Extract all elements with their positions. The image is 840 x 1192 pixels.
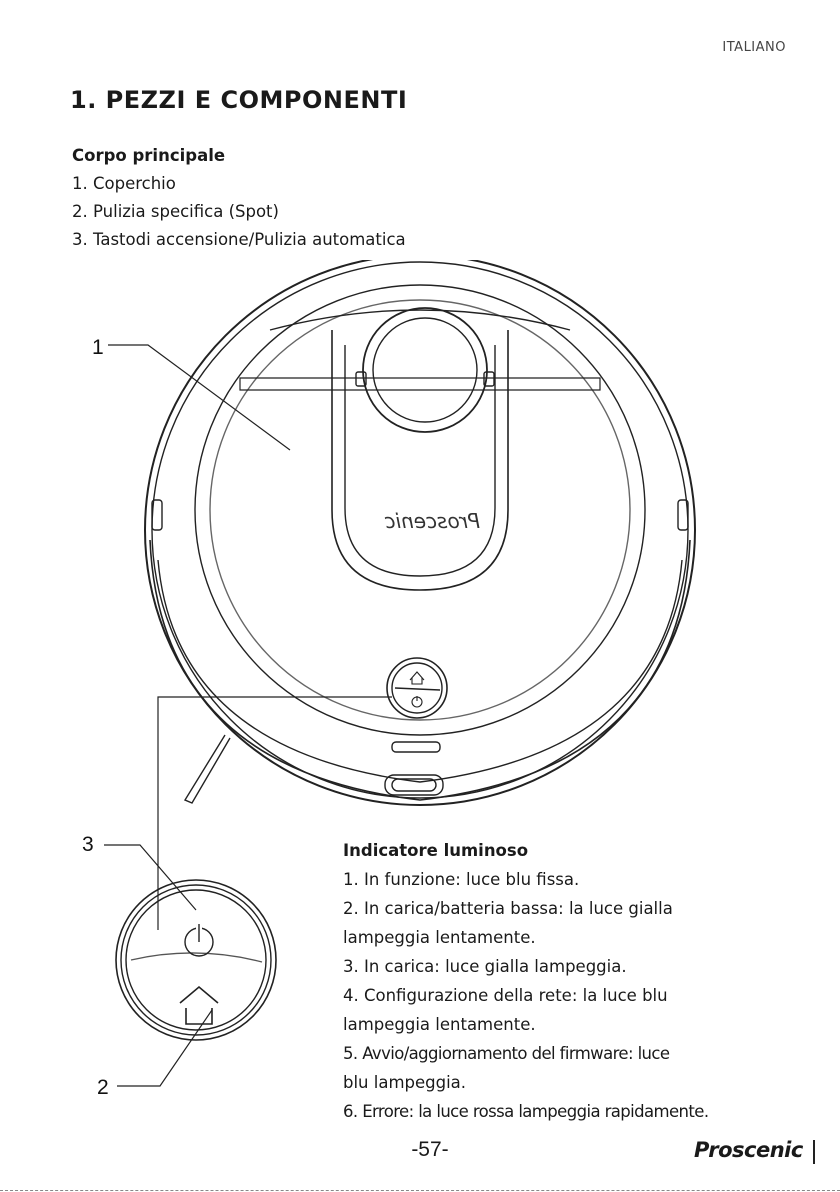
page-number: -57- bbox=[411, 1138, 449, 1161]
zoom-button-divider bbox=[130, 952, 263, 963]
callout-3-leader bbox=[157, 696, 392, 930]
callout-2-label: 2 bbox=[97, 1076, 109, 1099]
robot-bumper-inner bbox=[157, 559, 683, 783]
callout-2-line bbox=[117, 1009, 213, 1087]
callout-3-label: 3 bbox=[82, 833, 94, 856]
list-item: 1. Coperchio bbox=[72, 174, 176, 193]
robot-button-cluster-inner bbox=[391, 662, 443, 714]
list-item: 3. Tastodi accensione/Pulizia automatica bbox=[72, 230, 406, 249]
callout-1-line bbox=[108, 344, 291, 451]
indicator-section: Indicatore luminoso 1. In funzione: luce… bbox=[343, 836, 709, 1126]
indicator-line: blu lampeggia. bbox=[343, 1073, 467, 1092]
indicator-line: lampeggia lentamente. bbox=[343, 1015, 536, 1034]
indicator-line: lampeggia lentamente. bbox=[343, 928, 536, 947]
callout-3-line bbox=[104, 844, 197, 911]
device-logo: Proscenic bbox=[385, 509, 480, 533]
center-panel-inner bbox=[344, 345, 496, 577]
indicator-line: 4. Configurazione della rete: la luce bl… bbox=[343, 986, 668, 1005]
robot-lid bbox=[194, 284, 646, 736]
section-heading: Corpo principale bbox=[72, 146, 226, 165]
side-brush bbox=[183, 734, 231, 804]
top-bar bbox=[239, 377, 601, 391]
home-icon bbox=[179, 985, 219, 1004]
lidar-tower-inner bbox=[372, 317, 478, 423]
indicator-line: 2. In carica/batteria bassa: la luce gia… bbox=[343, 899, 673, 918]
zoom-button-outer bbox=[115, 879, 277, 1041]
front-bumper-latch bbox=[391, 741, 441, 753]
zoom-button-face bbox=[125, 889, 267, 1031]
lidar-tower bbox=[362, 307, 488, 433]
center-panel bbox=[331, 330, 509, 591]
robot-button-cluster bbox=[386, 657, 448, 719]
indicator-line: 6. Errore: la luce rossa lampeggia rapid… bbox=[343, 1102, 709, 1121]
lidar-notch-left bbox=[355, 371, 367, 387]
left-slot bbox=[151, 499, 163, 531]
robot-lid-inner bbox=[209, 299, 631, 721]
indicator-line: 1. In funzione: luce blu fissa. bbox=[343, 870, 580, 889]
main-body-section: Corpo principale 1. Coperchio 2. Pulizia… bbox=[72, 142, 406, 254]
lidar-notch-right bbox=[483, 371, 495, 387]
page-title: 1. PEZZI E COMPONENTI bbox=[70, 86, 408, 114]
indicator-heading: Indicatore luminoso bbox=[343, 841, 529, 860]
right-slot bbox=[677, 499, 689, 531]
language-label: ITALIANO bbox=[722, 40, 786, 55]
robot-diagram: Proscenic 1 3 2 bbox=[82, 260, 696, 1099]
home-icon-base bbox=[185, 1008, 213, 1025]
robot-bumper bbox=[149, 539, 691, 801]
robot-ring bbox=[151, 261, 689, 799]
brand-divider bbox=[813, 1140, 815, 1164]
robot-button-divider bbox=[394, 687, 441, 691]
list-item: 2. Pulizia specifica (Spot) bbox=[72, 202, 279, 221]
brand-logo: Proscenic bbox=[694, 1138, 803, 1162]
indicator-line: 3. In carica: luce gialla lampeggia. bbox=[343, 957, 627, 976]
front-sensor bbox=[384, 774, 444, 796]
zoom-button-ring bbox=[120, 884, 272, 1036]
front-sensor-inner bbox=[391, 778, 437, 792]
page-bottom-dashline bbox=[0, 1190, 840, 1191]
robot-outer-ring bbox=[144, 260, 696, 806]
top-rim bbox=[269, 309, 571, 331]
callout-1-label: 1 bbox=[92, 336, 104, 359]
home-icon-small bbox=[409, 671, 425, 685]
indicator-line: 5. Avvio/aggiornamento del firmware: luc… bbox=[343, 1044, 670, 1063]
